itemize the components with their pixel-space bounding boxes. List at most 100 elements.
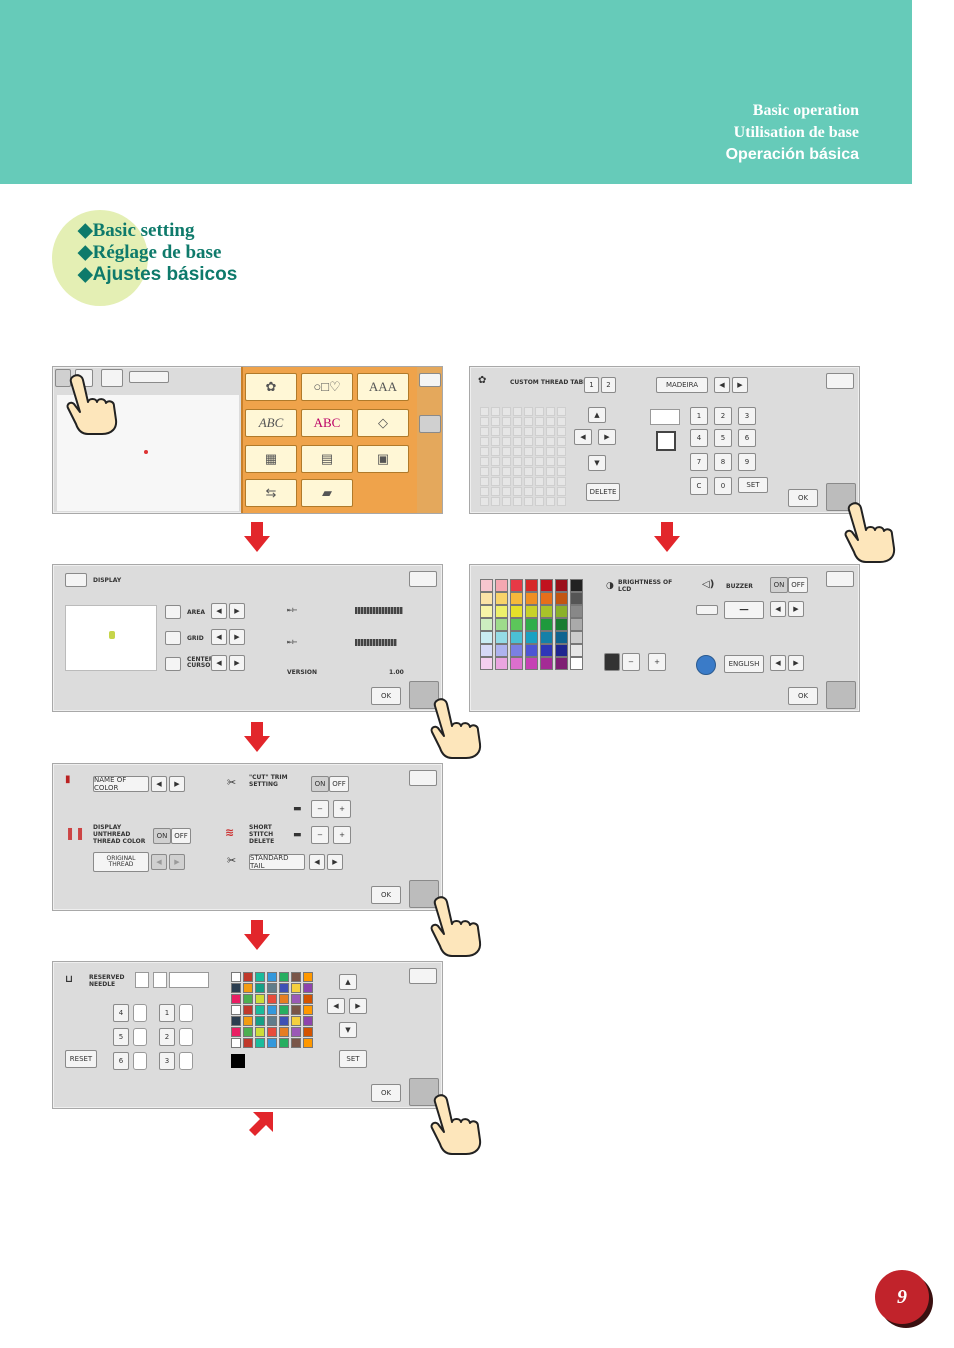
palette-swatch[interactable] [510, 618, 523, 631]
language-prev-button[interactable]: ◀ [770, 655, 786, 671]
needle-palette-swatch[interactable] [231, 1038, 241, 1048]
reserved-reset-button[interactable]: RESET [65, 1050, 97, 1068]
needle-palette-swatch[interactable] [279, 1016, 289, 1026]
thread-grid-cell[interactable] [480, 457, 489, 466]
thread-grid-cell[interactable] [546, 457, 555, 466]
brightness-plus-button[interactable]: + [648, 653, 666, 671]
palette-swatch[interactable] [495, 579, 508, 592]
thread-grid-cell[interactable] [513, 467, 522, 476]
palette-swatch[interactable] [540, 657, 553, 670]
needle-palette-swatch[interactable] [267, 1016, 277, 1026]
needle-palette-swatch[interactable] [231, 972, 241, 982]
thread-grid-cell[interactable] [546, 427, 555, 436]
palette-swatch[interactable] [555, 644, 568, 657]
needle-palette-swatch[interactable] [291, 1038, 301, 1048]
palette-swatch[interactable] [495, 644, 508, 657]
cursor-prev-button[interactable]: ◀ [211, 655, 227, 671]
thread-table-tab-1[interactable]: 1 [584, 377, 599, 393]
palette-swatch[interactable] [555, 579, 568, 592]
thread-grid-cell[interactable] [491, 437, 500, 446]
palette-swatch[interactable] [525, 605, 538, 618]
needle-keypad-key[interactable]: 5 [113, 1028, 129, 1046]
thread-grid-cell[interactable] [480, 437, 489, 446]
short-stitch-plus-button[interactable]: + [333, 826, 351, 844]
thread-ok-button[interactable]: OK [788, 489, 818, 507]
lcd-page-corner[interactable] [826, 681, 856, 709]
thread-keypad-key[interactable]: 1 [690, 407, 708, 425]
thread-grid-cell[interactable] [491, 457, 500, 466]
thread-set-button[interactable]: SET [738, 477, 768, 493]
thread-keypad-key[interactable]: 3 [738, 407, 756, 425]
trim-minus-button[interactable]: − [311, 800, 329, 818]
tail-prev-button[interactable]: ◀ [309, 854, 325, 870]
palette-swatch[interactable] [510, 657, 523, 670]
thread-grid-cell[interactable] [524, 447, 533, 456]
thread-keypad-key[interactable]: 2 [714, 407, 732, 425]
palette-swatch[interactable] [540, 579, 553, 592]
thread-grid-cell[interactable] [502, 437, 511, 446]
thread-grid-cell[interactable] [557, 407, 566, 416]
thread-grid-cell[interactable] [502, 417, 511, 426]
needle-palette-swatch[interactable] [255, 972, 265, 982]
palette-swatch[interactable] [570, 618, 583, 631]
palette-swatch[interactable] [480, 657, 493, 670]
needle-palette-swatch[interactable] [255, 1038, 265, 1048]
thread-grid-cell[interactable] [546, 497, 555, 506]
thread-grid-cell[interactable] [502, 457, 511, 466]
reserved-help-key[interactable] [409, 968, 437, 984]
palette-swatch[interactable] [495, 618, 508, 631]
brand-prev-button[interactable]: ◀ [714, 377, 730, 393]
tile-frames[interactable]: ○□♡ [301, 373, 353, 401]
thread-grid-cell[interactable] [535, 427, 544, 436]
needle-palette-swatch[interactable] [291, 983, 301, 993]
cursor-down-button[interactable]: ▼ [588, 455, 606, 471]
palette-swatch[interactable] [570, 592, 583, 605]
needle-palette-swatch[interactable] [231, 994, 241, 1004]
thread-grid-cell[interactable] [513, 427, 522, 436]
thread-grid-cell[interactable] [557, 497, 566, 506]
needle-palette-swatch[interactable] [255, 983, 265, 993]
thread-grid-cell[interactable] [557, 437, 566, 446]
needle-palette-swatch[interactable] [291, 1005, 301, 1015]
thread-grid-cell[interactable] [546, 467, 555, 476]
thread-grid-cell[interactable] [557, 447, 566, 456]
thread-grid-cell[interactable] [480, 427, 489, 436]
display-slider-2[interactable] [355, 639, 397, 646]
thread-grid-cell[interactable] [491, 467, 500, 476]
thread-grid-cell[interactable] [524, 437, 533, 446]
tail-next-button[interactable]: ▶ [327, 854, 343, 870]
needle-palette-swatch[interactable] [231, 1005, 241, 1015]
display-slider-1[interactable] [355, 607, 403, 614]
thread-keypad-key[interactable]: 6 [738, 429, 756, 447]
needle-palette-swatch[interactable] [267, 1027, 277, 1037]
thread-grid-cell[interactable] [480, 497, 489, 506]
reserved-ok-button[interactable]: OK [371, 1084, 401, 1102]
needle-palette-swatch[interactable] [291, 1027, 301, 1037]
trim-plus-button[interactable]: + [333, 800, 351, 818]
display-help-key[interactable] [409, 571, 437, 587]
tile-abc[interactable]: ABC [301, 409, 353, 437]
brightness-minus-button[interactable]: − [622, 653, 640, 671]
needle-palette-swatch[interactable] [231, 983, 241, 993]
palette-swatch[interactable] [540, 631, 553, 644]
thread-grid-cell[interactable] [480, 477, 489, 486]
palette-swatch[interactable] [525, 618, 538, 631]
palette-swatch[interactable] [510, 592, 523, 605]
palette-swatch[interactable] [480, 618, 493, 631]
area-prev-button[interactable]: ◀ [211, 603, 227, 619]
thread-grid-cell[interactable] [535, 437, 544, 446]
palette-swatch[interactable] [525, 579, 538, 592]
needle-palette-swatch[interactable] [279, 1038, 289, 1048]
needle-palette-swatch[interactable] [279, 1005, 289, 1015]
thread-page-corner[interactable] [826, 483, 856, 511]
palette-swatch[interactable] [510, 644, 523, 657]
thread-grid-cell[interactable] [546, 477, 555, 486]
needle-palette-swatch[interactable] [243, 972, 253, 982]
thread-grid-cell[interactable] [546, 417, 555, 426]
palette-swatch[interactable] [495, 657, 508, 670]
thread-grid-cell[interactable] [502, 467, 511, 476]
name-color-prev-button[interactable]: ◀ [151, 776, 167, 792]
palette-swatch[interactable] [555, 657, 568, 670]
needle-palette-swatch[interactable] [267, 994, 277, 1004]
thread-grid-cell[interactable] [502, 487, 511, 496]
